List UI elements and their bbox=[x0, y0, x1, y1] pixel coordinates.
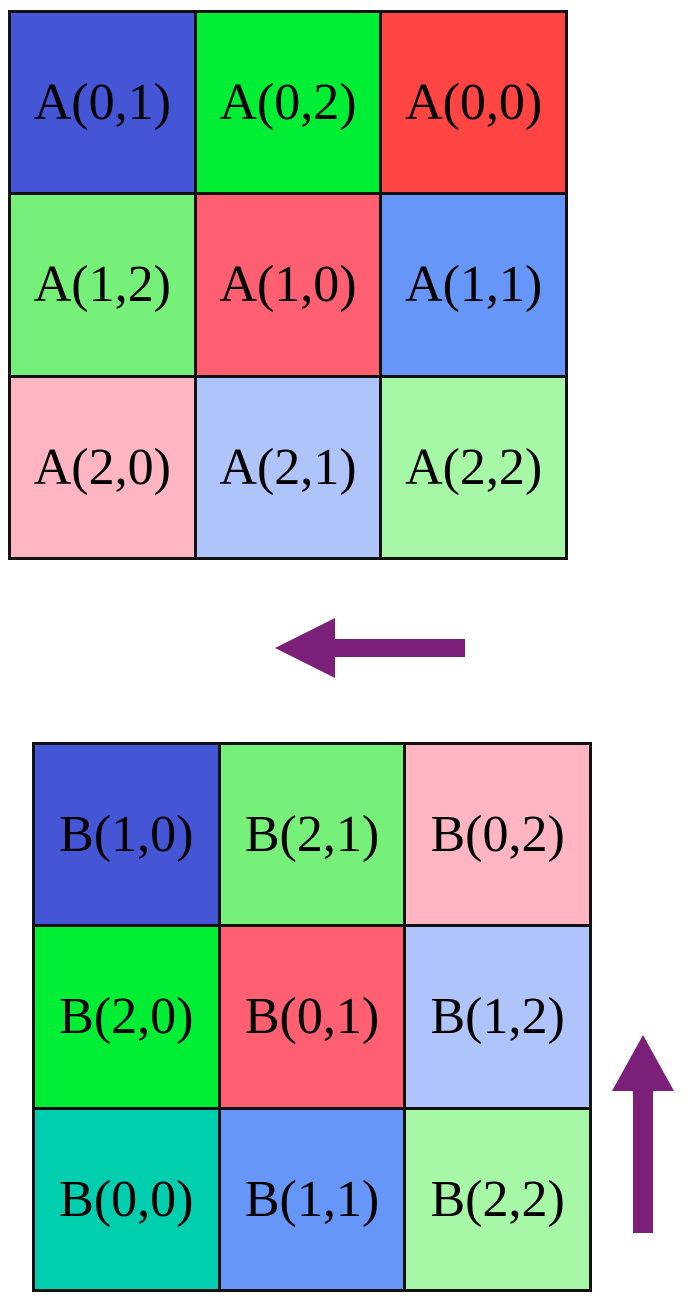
up-arrow-shape bbox=[612, 1035, 674, 1233]
matrix-a-cell: A(1,1) bbox=[382, 195, 565, 375]
matrix-b-cell: B(2,1) bbox=[220, 745, 404, 925]
matrix-b-cell: B(0,1) bbox=[220, 927, 404, 1107]
matrix-a-cell: A(0,1) bbox=[11, 13, 194, 193]
matrix-a-grid: A(0,1) A(0,2) A(0,0) A(1,2) A(1,0) A(1,1… bbox=[8, 10, 568, 560]
matrix-b-cell: B(1,1) bbox=[220, 1109, 404, 1289]
matrix-b-cell: B(1,0) bbox=[35, 745, 218, 925]
matrix-b-cell: B(1,2) bbox=[406, 927, 589, 1107]
matrix-b-cell: B(0,2) bbox=[406, 745, 589, 925]
matrix-b-cell: B(0,0) bbox=[35, 1109, 218, 1289]
matrix-a-cell: A(2,2) bbox=[382, 377, 565, 557]
left-arrow-icon bbox=[275, 618, 465, 678]
matrix-a-cell: A(0,0) bbox=[382, 13, 565, 193]
matrix-a-cell: A(2,1) bbox=[196, 377, 380, 557]
matrix-a-cell: A(1,2) bbox=[11, 195, 194, 375]
matrix-b-cell: B(2,2) bbox=[406, 1109, 589, 1289]
matrix-b-cell: B(2,0) bbox=[35, 927, 218, 1107]
matrix-a-cell: A(1,0) bbox=[196, 195, 380, 375]
matrix-a-cell: A(0,2) bbox=[196, 13, 380, 193]
matrix-b-grid: B(1,0) B(2,1) B(0,2) B(2,0) B(0,1) B(1,2… bbox=[32, 742, 592, 1292]
up-arrow-icon bbox=[612, 1035, 674, 1233]
left-arrow-shape bbox=[275, 618, 465, 678]
matrix-a-cell: A(2,0) bbox=[11, 377, 194, 557]
